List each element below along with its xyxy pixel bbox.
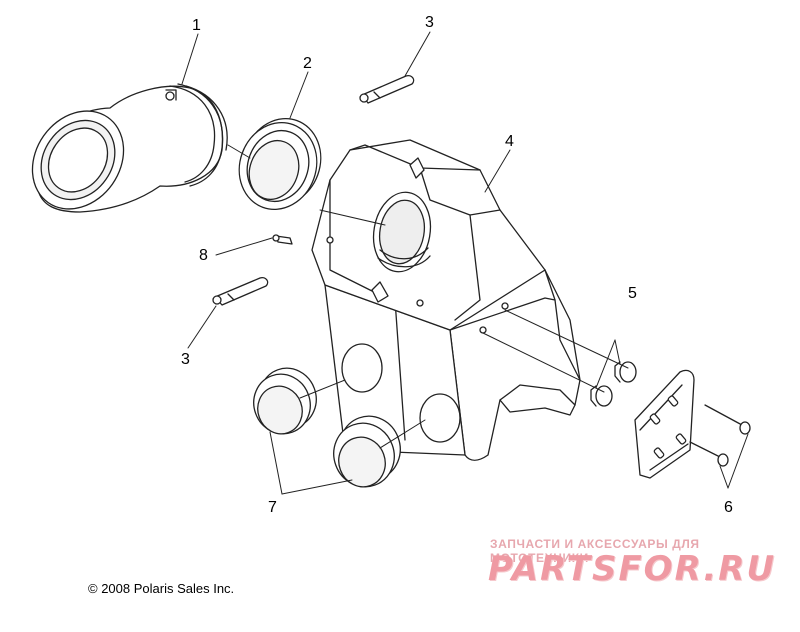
part-3-strap-bottom — [212, 276, 269, 306]
part-7-couplers — [253, 367, 401, 488]
callout-3-bottom: 3 — [181, 351, 190, 368]
callout-3-top: 3 — [425, 14, 434, 31]
watermark-logo: PARTSFOR.RU — [488, 549, 777, 589]
callout-1: 1 — [192, 17, 201, 34]
part-1-intake-elbow — [31, 83, 228, 213]
part-4-airbox-housing — [311, 139, 581, 461]
part-8-push-pin — [272, 234, 293, 245]
callout-6: 6 — [724, 499, 733, 516]
callout-4: 4 — [505, 133, 514, 150]
callout-2: 2 — [303, 55, 312, 72]
part-6-bracket-bolts — [634, 369, 751, 479]
leader-lines — [181, 31, 749, 495]
watermark-tagline: ЗАПЧАСТИ И АКСЕССУАРЫ ДЛЯ МОТОТЕХНИКИ — [490, 537, 700, 565]
callout-7: 7 — [268, 499, 277, 516]
part-5-grommets — [590, 361, 637, 407]
part-2-coupler-ring — [238, 118, 322, 210]
callout-5: 5 — [628, 285, 637, 302]
callout-8: 8 — [199, 247, 208, 264]
copyright-notice: © 2008 Polaris Sales Inc. — [88, 581, 235, 596]
part-3-strap-top — [359, 74, 415, 104]
